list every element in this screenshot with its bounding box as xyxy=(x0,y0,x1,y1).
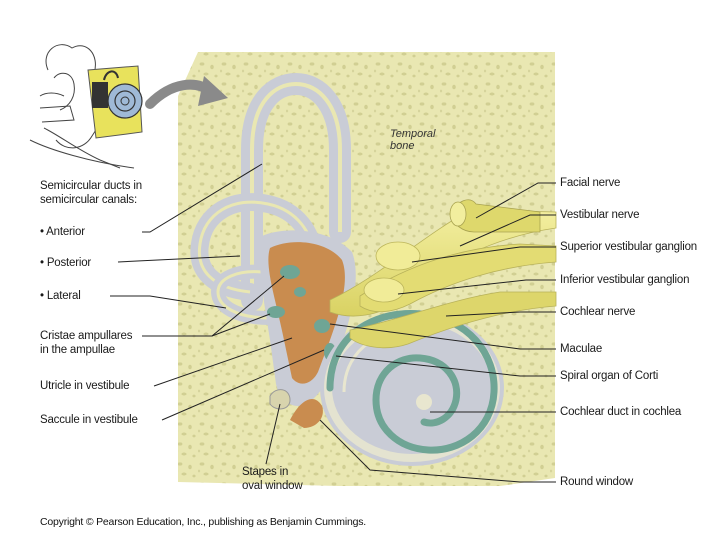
label-posterior: • Posterior xyxy=(40,257,92,269)
leader-lines-right xyxy=(319,182,556,483)
label-vestibular-nerve: Vestibular nerve xyxy=(560,209,640,221)
label-saccule: Saccule in vestibule xyxy=(40,414,138,426)
label-spiral-organ: Spiral organ of Corti xyxy=(560,370,659,382)
label-cristae-1: Cristae ampullares xyxy=(40,330,133,342)
label-lateral: • Lateral xyxy=(40,290,81,302)
label-stapes-1: Stapes in xyxy=(242,466,289,478)
label-inferior-ganglion: Inferior vestibular ganglion xyxy=(560,274,690,286)
label-temporal-bone: Temporal bone xyxy=(390,128,435,152)
label-cristae-2: in the ampullae xyxy=(40,344,115,356)
label-anterior: • Anterior xyxy=(40,226,85,238)
leader-lines-left xyxy=(110,163,325,465)
label-facial-nerve: Facial nerve xyxy=(560,177,621,189)
label-cochlear-nerve: Cochlear nerve xyxy=(560,306,636,318)
label-round-window: Round window xyxy=(560,476,634,488)
copyright-notice: Copyright © Pearson Education, Inc., pub… xyxy=(40,516,367,528)
label-stapes-2: oval window xyxy=(242,480,303,492)
label-maculae: Maculae xyxy=(560,343,603,355)
label-superior-ganglion: Superior vestibular ganglion xyxy=(560,241,697,253)
semicircular-canals xyxy=(190,72,351,325)
curved-pointer-arrow xyxy=(145,76,228,109)
label-semicircular-ducts-2: semicircular canals: xyxy=(40,194,137,206)
label-cochlear-duct: Cochlear duct in cochlea xyxy=(560,406,682,418)
label-semicircular-ducts-1: Semicircular ducts in xyxy=(40,180,142,192)
ear-inset-illustration xyxy=(29,44,143,169)
nerve-bundles xyxy=(329,199,557,349)
label-temporal-bone-1: Temporal xyxy=(390,128,436,140)
label-utricle: Utricle in vestibule xyxy=(40,380,130,392)
label-temporal-bone-2: bone xyxy=(390,140,415,152)
